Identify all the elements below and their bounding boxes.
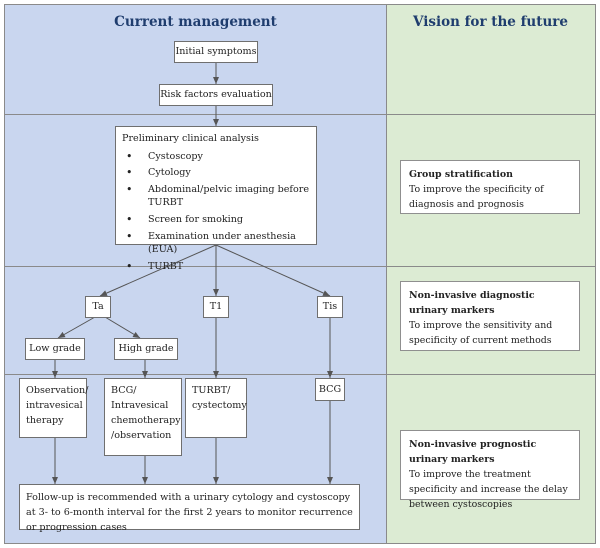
bcg-intravesical-box: BCG/ Intravesical chemotherapy /observat… [104, 378, 182, 456]
bcg-box: BCG [315, 378, 345, 401]
arrow-ta-to-high-grade [104, 316, 141, 339]
preliminary-analysis-title: Preliminary clinical analysis [122, 133, 259, 144]
risk-factors-box: Risk factors evaluation [159, 84, 273, 106]
group-stratification-title: Group stratification [409, 169, 513, 180]
prognostic-markers-text: To improve the treatment specificity and… [409, 469, 568, 511]
initial-symptoms-box: Initial symptoms [174, 41, 258, 63]
preliminary-analysis-box: Preliminary clinical analysis Cystoscopy… [115, 126, 317, 274]
list-item: Cystoscopy [122, 149, 310, 164]
group-stratification-text: To improve the specificity of diagnosis … [409, 184, 544, 211]
observation-box: Observation/ intravesical therapy [19, 378, 88, 438]
column-divider [386, 5, 387, 543]
row-divider-3 [5, 374, 595, 375]
prognostic-markers-title: Non-invasive prognostic urinary markers [409, 439, 537, 466]
tis-box: Tis [317, 296, 343, 318]
low-grade-box: Low grade [25, 338, 85, 360]
turbt-cystectomy-box: TURBT/ cystectomy [185, 378, 247, 438]
list-item: Cytology [122, 165, 310, 180]
t1-box: T1 [203, 296, 229, 318]
arrow-ta-to-low-grade [57, 316, 96, 339]
preliminary-analysis-list: Cystoscopy Cytology Abdominal/pelvic ima… [122, 149, 310, 274]
diagnostic-markers-box: Non-invasive diagnostic urinary markers … [400, 281, 580, 351]
list-item: Examination under anesthesia (EUA) [122, 229, 310, 257]
list-item: TURBT [122, 259, 310, 274]
diagnostic-markers-text: To improve the sensitivity and specifici… [409, 320, 553, 347]
diagnostic-markers-title: Non-invasive diagnostic urinary markers [409, 290, 535, 317]
list-item: Abdominal/pelvic imaging before TURBT [122, 182, 310, 210]
group-stratification-box: Group stratification To improve the spec… [400, 160, 580, 214]
high-grade-box: High grade [114, 338, 178, 360]
followup-box: Follow-up is recommended with a urinary … [19, 484, 360, 533]
row-divider-1 [5, 114, 595, 115]
ta-box: Ta [85, 296, 111, 318]
diagram-frame [4, 4, 596, 544]
prognostic-markers-box: Non-invasive prognostic urinary markers … [400, 430, 580, 510]
current-management-header: Current management [114, 14, 277, 30]
list-item: Screen for smoking [122, 212, 310, 227]
vision-future-header: Vision for the future [413, 14, 568, 30]
